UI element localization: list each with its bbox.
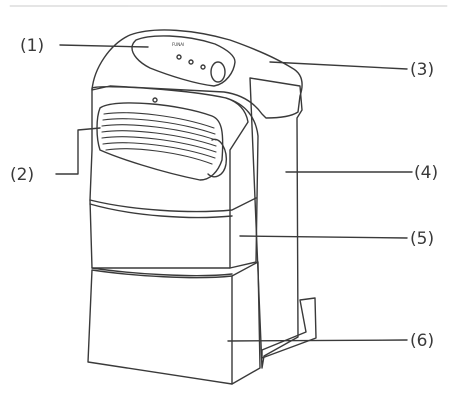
leader-6: [227, 339, 408, 342]
air-outlet-frame: [96, 102, 224, 181]
callout-6-label: (6): [410, 331, 434, 351]
leader-2: [55, 127, 101, 175]
panel-brand-text: FUNAI: [172, 42, 184, 47]
side-panel: [249, 77, 303, 369]
indicator-light-2: [188, 59, 194, 65]
indicator-light-3: [200, 64, 206, 70]
front-right-edge: [225, 97, 259, 269]
indicator-light-1: [176, 54, 182, 60]
air-outlet-louvers: [101, 112, 217, 165]
top-cap: [91, 29, 303, 119]
water-tank-top: [91, 267, 233, 277]
base-foot: [261, 297, 317, 359]
callout-3-label: (3): [410, 60, 434, 80]
callout-5-label: (5): [410, 229, 434, 249]
front-upper-body: [89, 86, 249, 269]
tank-top-edge: [89, 203, 233, 219]
callout-2-label: (2): [10, 165, 34, 185]
louver-roller: [207, 138, 227, 178]
leader-1: [59, 44, 149, 48]
callout-1-label: (1): [20, 36, 44, 56]
callout-4-label: (4): [414, 163, 438, 183]
control-panel: [131, 35, 236, 87]
tank-seam: [89, 197, 257, 213]
front-screw: [152, 97, 158, 103]
leader-3: [269, 61, 408, 70]
control-knob: [210, 61, 226, 83]
water-tank: [87, 261, 261, 385]
leader-5: [239, 235, 408, 239]
